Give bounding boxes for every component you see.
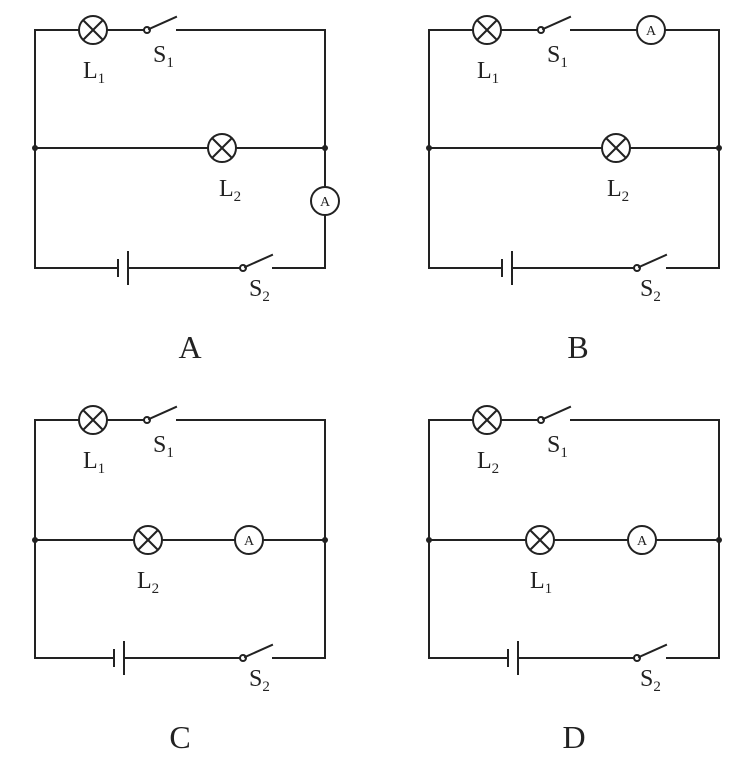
battery-icon <box>501 251 513 285</box>
lamp-icon <box>207 133 237 163</box>
lamp-label: L2 <box>477 448 499 477</box>
ammeter-label: A <box>637 534 648 549</box>
battery-icon <box>113 641 125 675</box>
ammeter-label: A <box>320 195 331 210</box>
switch-label: S2 <box>249 666 270 695</box>
switch-label: S2 <box>640 666 661 695</box>
option-label: C <box>169 719 190 755</box>
junction-dot <box>32 145 38 151</box>
switch-icon <box>143 405 178 424</box>
lamp-label: L2 <box>607 176 629 205</box>
ammeter-label: A <box>244 534 255 549</box>
lamp-icon <box>78 405 108 435</box>
circuit-b: A L1 S1 L2 S2 B <box>426 15 722 365</box>
switch-icon <box>537 405 572 424</box>
lamp-icon <box>601 133 631 163</box>
lamp-label: L2 <box>137 568 159 597</box>
lamp-icon <box>78 15 108 45</box>
junction-dot <box>322 537 328 543</box>
switch-label: S1 <box>153 432 174 461</box>
switch-icon <box>633 253 668 272</box>
junction-dot <box>426 145 432 151</box>
option-label: B <box>567 329 588 365</box>
switch-icon <box>633 643 668 662</box>
junction-dot <box>32 537 38 543</box>
circuit-a: A L1 S1 L2 S2 A <box>32 15 340 365</box>
junction-dot <box>322 145 328 151</box>
switch-icon <box>143 15 178 34</box>
switch-label: S2 <box>249 276 270 305</box>
circuit-c: A L1 S1 L2 S2 C <box>32 405 328 755</box>
junction-dot <box>716 145 722 151</box>
lamp-icon <box>472 15 502 45</box>
switch-label: S1 <box>547 432 568 461</box>
option-label: A <box>178 329 201 365</box>
lamp-icon <box>472 405 502 435</box>
lamp-label: L1 <box>83 58 105 87</box>
switch-icon <box>239 643 274 662</box>
ammeter-icon: A <box>636 15 666 45</box>
lamp-label: L2 <box>219 176 241 205</box>
ammeter-icon: A <box>234 525 264 555</box>
ammeter-icon: A <box>627 525 657 555</box>
circuit-d: A L2 S1 L1 S2 D <box>426 405 722 755</box>
battery-icon <box>117 251 129 285</box>
lamp-label: L1 <box>477 58 499 87</box>
lamp-label: L1 <box>83 448 105 477</box>
junction-dot <box>426 537 432 543</box>
switch-icon <box>239 253 274 272</box>
switch-label: S2 <box>640 276 661 305</box>
ammeter-icon: A <box>310 186 340 216</box>
lamp-icon <box>133 525 163 555</box>
switch-label: S1 <box>153 42 174 71</box>
switch-icon <box>537 15 572 34</box>
lamp-icon <box>525 525 555 555</box>
lamp-label: L1 <box>530 568 552 597</box>
battery-icon <box>507 641 519 675</box>
switch-label: S1 <box>547 42 568 71</box>
ammeter-label: A <box>646 24 657 39</box>
option-label: D <box>562 719 585 755</box>
junction-dot <box>716 537 722 543</box>
